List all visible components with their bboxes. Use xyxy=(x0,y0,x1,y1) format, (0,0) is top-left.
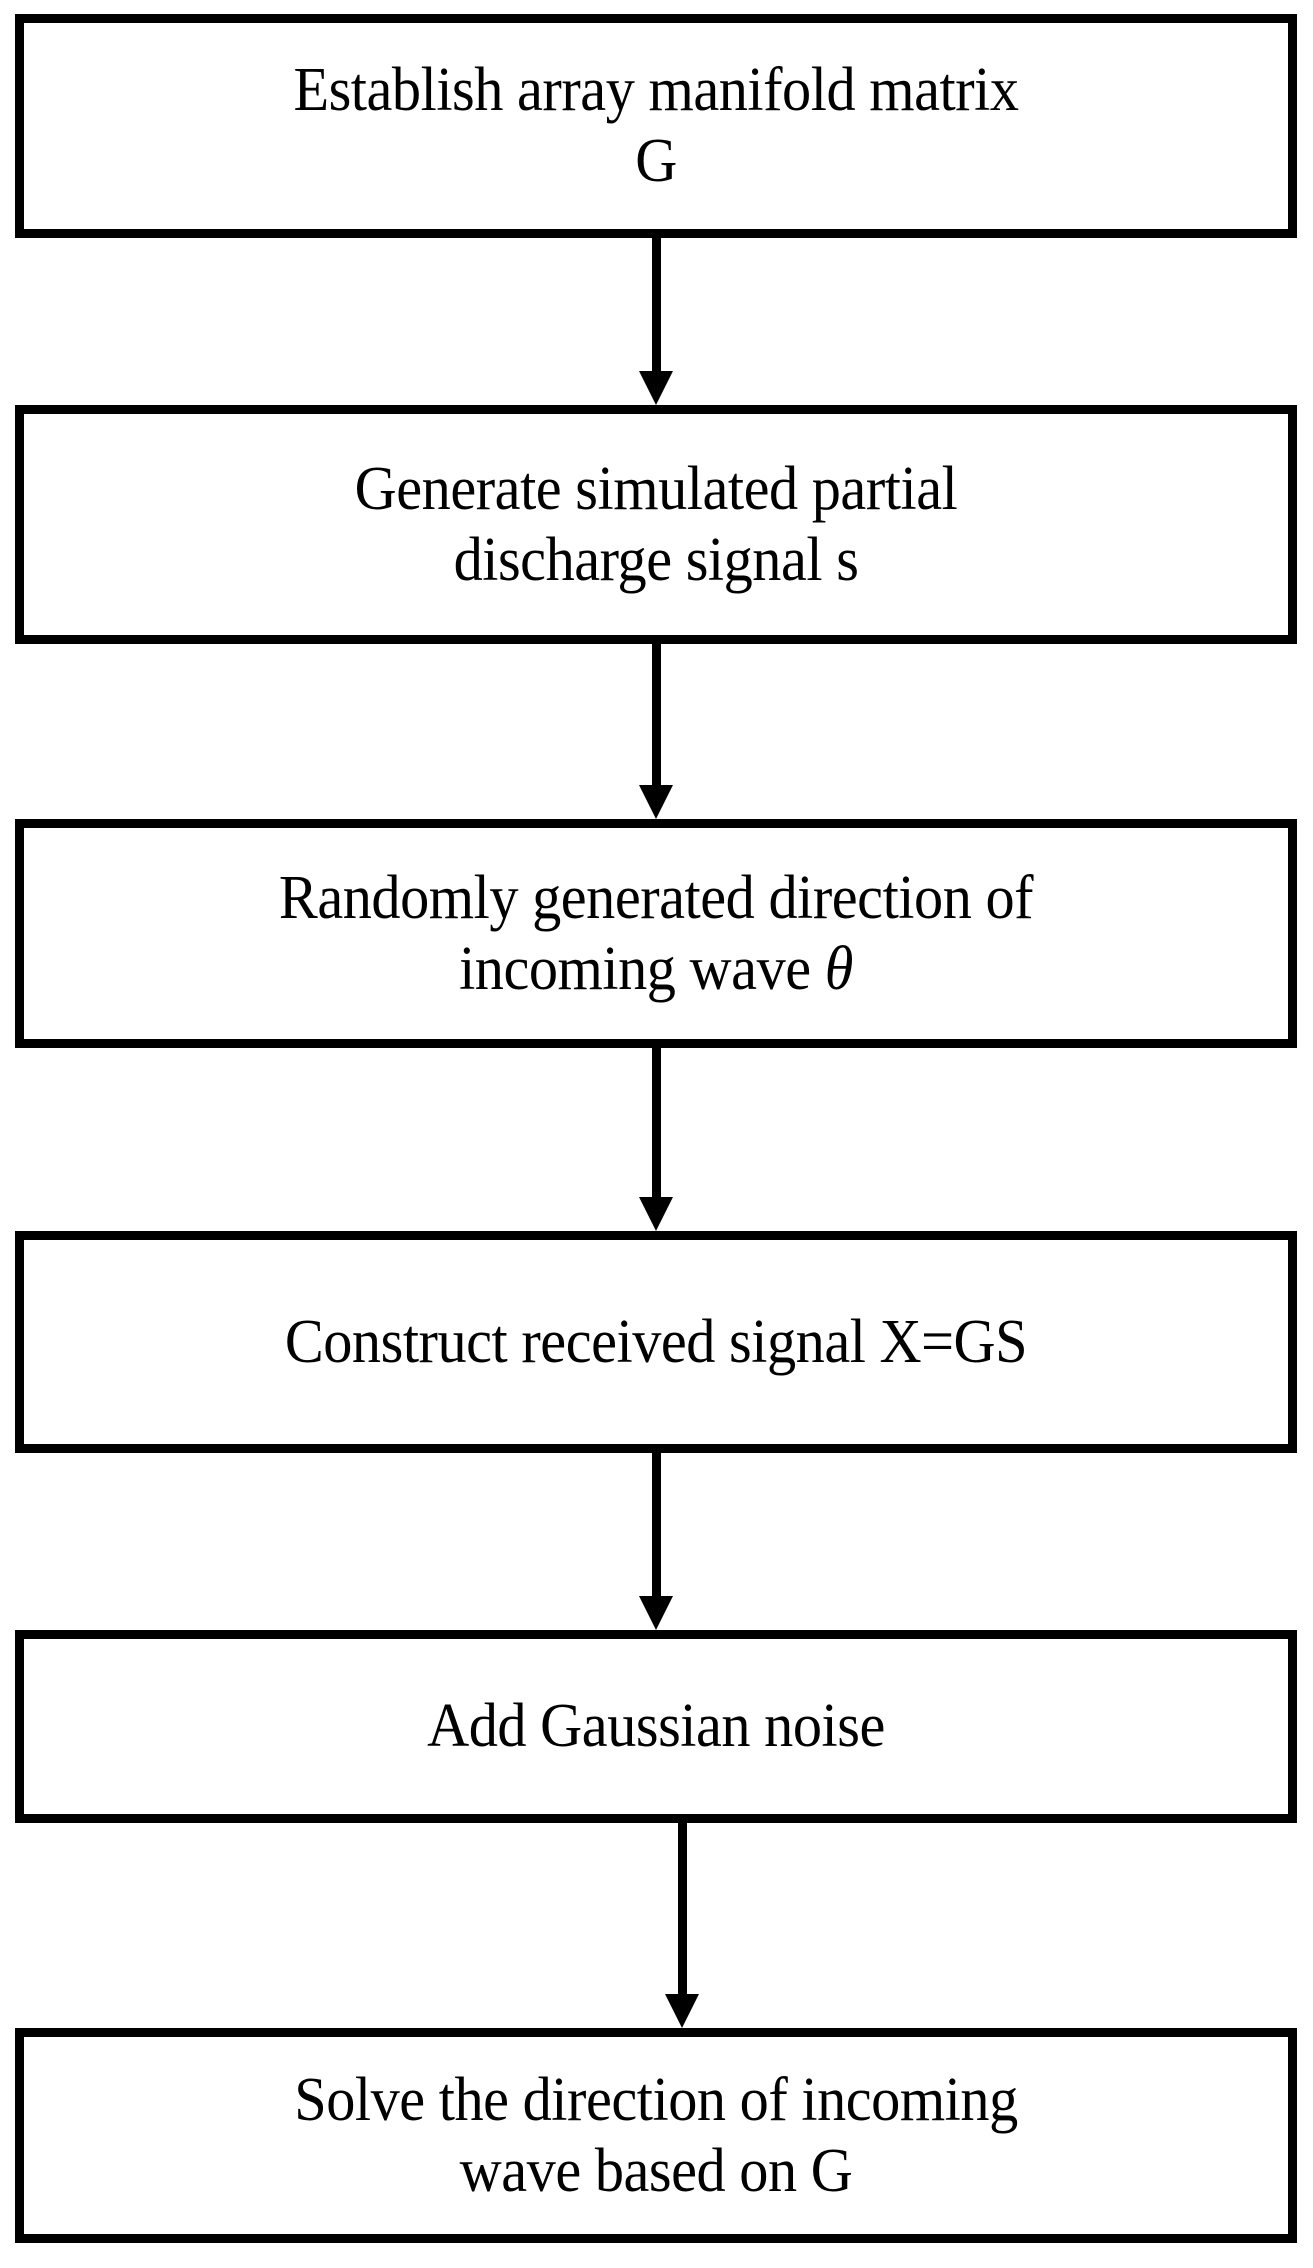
flowchart-node-generate-simulated-partial-discharge-signal[interactable]: Generate simulated partial discharge sig… xyxy=(15,405,1297,644)
node-label: Establish array manifold matrix G xyxy=(293,56,1019,195)
node-label: Construct received signal X=GS xyxy=(284,1307,1028,1376)
arrow-head-icon xyxy=(665,1994,699,2028)
arrow-head-icon xyxy=(639,1197,673,1231)
flowchart-node-solve-direction-of-incoming-wave[interactable]: Solve the direction of incoming wave bas… xyxy=(15,2028,1297,2243)
arrow-shaft xyxy=(652,644,661,785)
arrow-head-icon xyxy=(639,785,673,819)
flowchart-arrow-4-to-5 xyxy=(639,1453,673,1630)
arrow-head-icon xyxy=(639,371,673,405)
node-label: Generate simulated partial discharge sig… xyxy=(354,454,958,594)
flowchart-arrow-2-to-3 xyxy=(639,644,673,819)
flowchart-arrow-1-to-2 xyxy=(639,238,673,405)
node-label: Add Gaussian noise xyxy=(427,1692,885,1761)
flowchart-node-add-gaussian-noise[interactable]: Add Gaussian noise xyxy=(15,1630,1297,1823)
flowchart-node-construct-received-signal[interactable]: Construct received signal X=GS xyxy=(15,1231,1297,1453)
arrow-shaft xyxy=(652,238,661,371)
arrow-shaft xyxy=(652,1453,661,1596)
arrow-head-icon xyxy=(639,1596,673,1630)
flowchart-arrow-3-to-4 xyxy=(639,1048,673,1231)
arrow-shaft xyxy=(652,1048,661,1197)
arrow-shaft xyxy=(678,1823,687,1994)
flowchart-node-establish-array-manifold-matrix[interactable]: Establish array manifold matrix G xyxy=(15,14,1297,238)
flowchart-arrow-5-to-6 xyxy=(665,1823,699,2028)
node-label: Solve the direction of incoming wave bas… xyxy=(294,2065,1018,2205)
